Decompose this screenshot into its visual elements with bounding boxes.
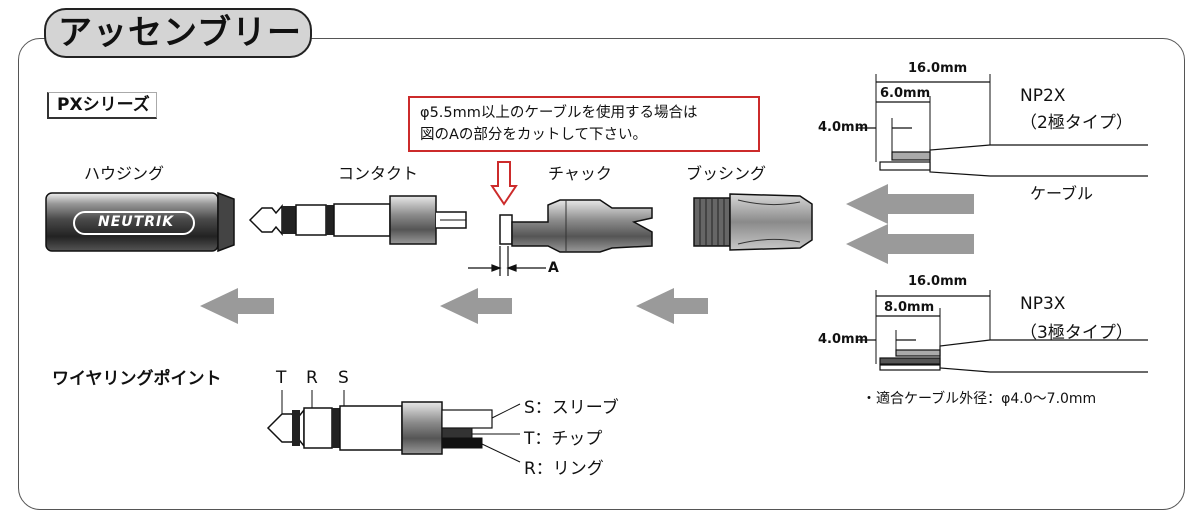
wiring-title: ワイヤリングポイント bbox=[52, 369, 222, 389]
page-title: アッセンブリー bbox=[58, 13, 302, 53]
np3x-total-length: 16.0mm bbox=[908, 274, 968, 289]
red-down-arrow-icon bbox=[490, 161, 518, 206]
housing-brand: NEUTRIK bbox=[98, 214, 175, 230]
title-tab bbox=[44, 8, 312, 58]
wiring-plug bbox=[266, 390, 521, 463]
np2x-cable bbox=[858, 74, 1148, 177]
np2x-total-length: 16.0mm bbox=[908, 61, 968, 76]
contact-label: コンタクト bbox=[338, 164, 419, 183]
tip-label: T：チップ bbox=[524, 429, 603, 449]
np2x-name: NP2X bbox=[1020, 86, 1066, 106]
wiring-t-marker: T bbox=[276, 368, 287, 388]
chuck-label: チャック bbox=[548, 164, 612, 183]
cut-dimension bbox=[468, 246, 546, 276]
cut-a-label: A bbox=[548, 260, 559, 276]
sleeve-label: S：スリーブ bbox=[524, 398, 619, 418]
np2x-inner-length: 6.0mm bbox=[880, 86, 931, 101]
wiring-s-marker: S bbox=[338, 368, 349, 388]
bushing-part bbox=[693, 193, 813, 251]
housing-part bbox=[45, 191, 235, 253]
series-label: PXシリーズ bbox=[47, 92, 157, 119]
cable-diameter-note: ・適合ケーブル外径：φ4.0〜7.0mm bbox=[862, 391, 1097, 407]
np3x-type: （3極タイプ） bbox=[1020, 323, 1133, 343]
ring-label: R：リング bbox=[524, 459, 604, 479]
notice-line-2: 図のAの部分をカットして下さい。 bbox=[420, 127, 647, 143]
cut-notice: φ5.5mm以上のケーブルを使用する場合は 図のAの部分をカットして下さい。 bbox=[408, 96, 760, 152]
np3x-inner-length: 8.0mm bbox=[884, 300, 935, 315]
np2x-strip-length: 4.0mm bbox=[818, 120, 869, 135]
housing-label: ハウジング bbox=[84, 164, 165, 183]
np3x-name: NP3X bbox=[1020, 294, 1066, 314]
wiring-r-marker: R bbox=[306, 368, 318, 388]
chuck-part bbox=[499, 199, 653, 253]
cable-label: ケーブル bbox=[1030, 184, 1094, 203]
np3x-strip-length: 4.0mm bbox=[818, 332, 869, 347]
bushing-label: ブッシング bbox=[686, 164, 767, 183]
notice-line-1: φ5.5mm以上のケーブルを使用する場合は bbox=[420, 105, 698, 121]
contact-part bbox=[248, 195, 467, 245]
np3x-cable bbox=[858, 290, 1148, 373]
np2x-type: （2極タイプ） bbox=[1020, 113, 1133, 133]
assembly-arrows bbox=[200, 184, 974, 324]
